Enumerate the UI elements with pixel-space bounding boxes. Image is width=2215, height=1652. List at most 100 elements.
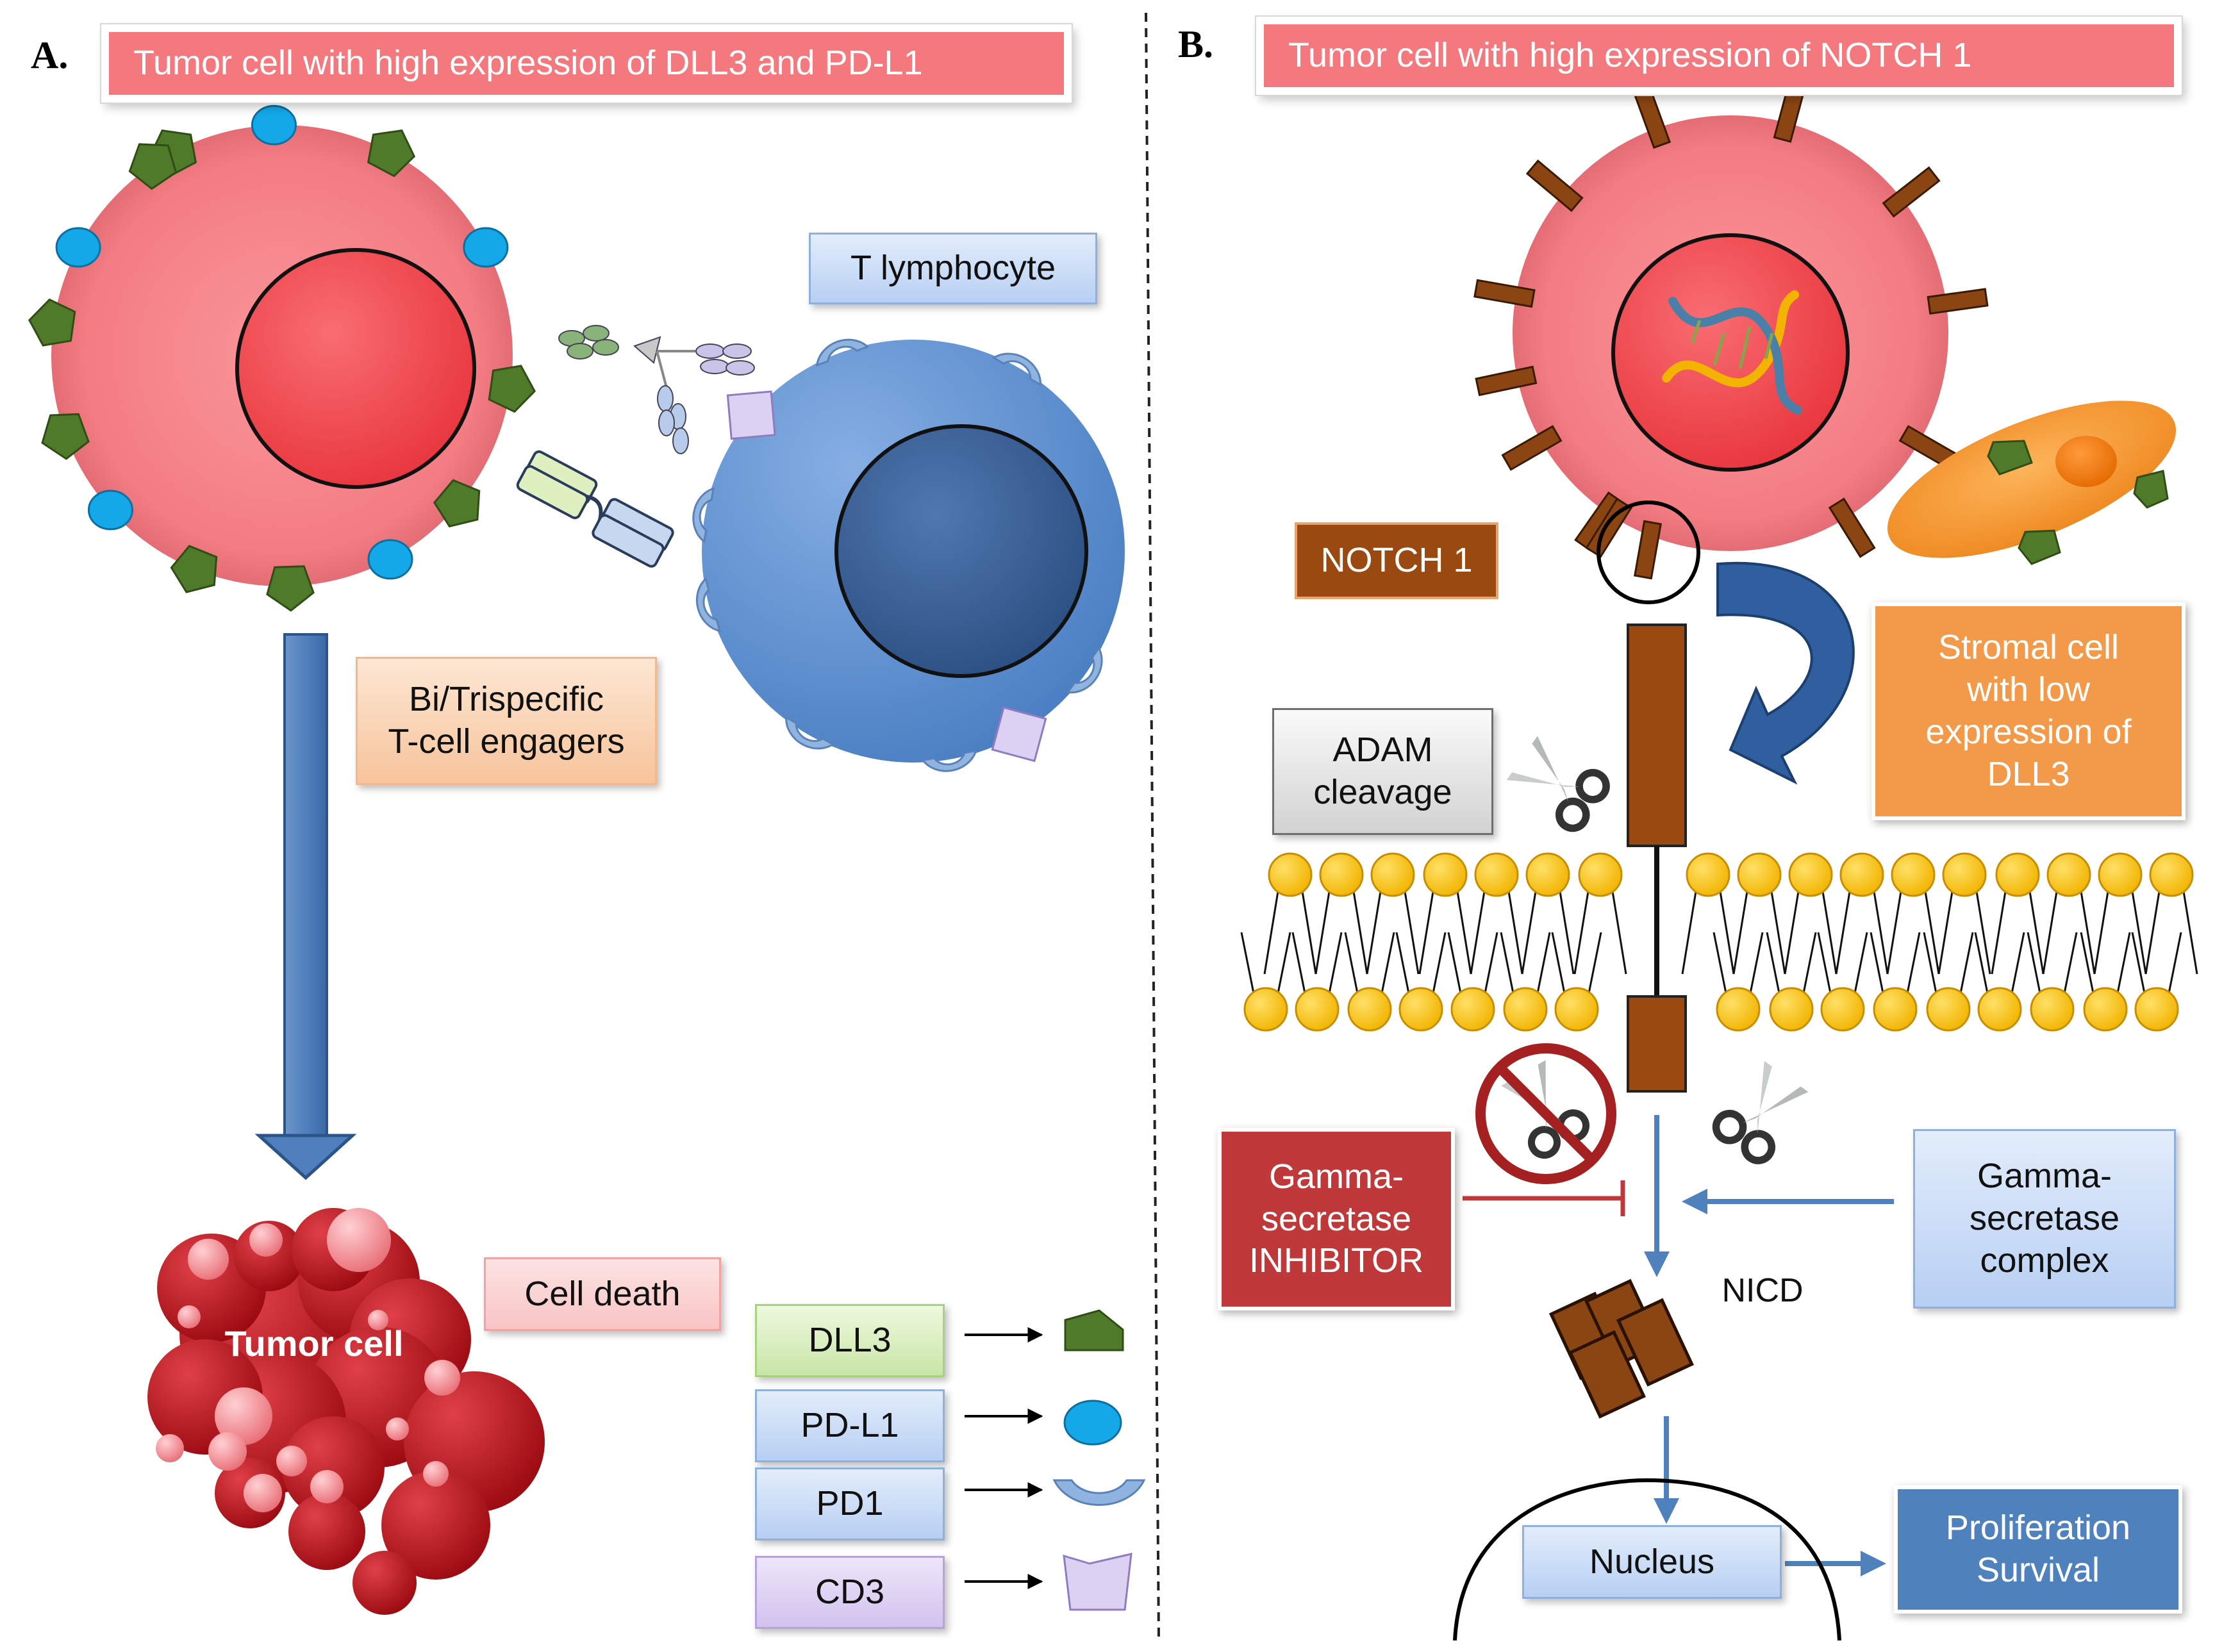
adam-cleavage-label: ADAM cleavage (1272, 708, 1493, 835)
nicd-label: NICD (1721, 1272, 1804, 1310)
lipid-head (1769, 987, 1814, 1032)
legend-symbols (965, 1309, 1146, 1611)
notch1-intracellular-domain (1627, 995, 1687, 1093)
lipid-head (1370, 852, 1415, 897)
lipid-head (2083, 987, 2128, 1032)
cell-death-label: Cell death (484, 1257, 721, 1331)
pdl1-legend-icon (1063, 1400, 1122, 1446)
nucleus-outline (1453, 1478, 1841, 1641)
lipid-head (1578, 852, 1623, 897)
dead-cell-fragment (288, 1493, 365, 1570)
lipid-head (1525, 852, 1570, 897)
lipid-head (1716, 987, 1761, 1032)
pd1-marker (695, 577, 721, 632)
gamma-secretase-complex-label: Gamma- secretase complex (1913, 1129, 2176, 1309)
lipid-head (1474, 852, 1519, 897)
notch1-receptor-marker (1633, 86, 1672, 149)
lipid-head (1737, 852, 1782, 897)
lipid-head (1243, 987, 1288, 1032)
panel-b-title-banner: Tumor cell with high expression of NOTCH… (1256, 17, 2182, 95)
dead-cell-vesicle (156, 1434, 184, 1462)
lipid-head (1891, 852, 1936, 897)
dead-cell-vesicle (244, 1474, 282, 1512)
lipid-head (1995, 852, 2040, 897)
dead-cell-vesicle (423, 1461, 449, 1487)
dead-cell-vesicle (208, 1432, 247, 1471)
lipid-head (1820, 987, 1865, 1032)
legend-cd3-label: CD3 (755, 1556, 945, 1629)
dead-cell-vesicle (178, 1305, 201, 1328)
notch1-receptor-marker (1828, 497, 1876, 558)
lipid-head (1926, 987, 1971, 1032)
lipid-head (1788, 852, 1833, 897)
adam-scissors-icon (1504, 732, 1611, 833)
cd3-marker (726, 390, 776, 440)
dead-cell-vesicle (276, 1446, 307, 1476)
pdl1-marker (55, 227, 101, 268)
pdl1-marker (463, 227, 509, 268)
notch1-receptor-marker (1473, 279, 1536, 308)
nucleus-label: Nucleus (1522, 1525, 1782, 1599)
lipid-head (1347, 987, 1392, 1032)
lipid-head (1503, 987, 1548, 1032)
t-cell-engagers-label: Bi/Trispecific T-cell engagers (356, 657, 657, 785)
pd1-marker (692, 487, 715, 543)
cd3-marker (991, 706, 1047, 763)
lipid-head (1268, 852, 1313, 897)
lipid-head (1398, 987, 1443, 1032)
notch1-receptor-marker (1525, 159, 1584, 212)
dead-cell-vesicle (327, 1208, 391, 1272)
pdl1-marker (367, 539, 413, 580)
panel-a-letter: A. (31, 34, 69, 76)
stromal-cell (1887, 401, 2177, 565)
highlighted-notch-receptor (1633, 520, 1663, 580)
lipid-head (1839, 852, 1884, 897)
dll3-marker (28, 298, 76, 347)
legend-pd1-label: PD1 (755, 1467, 945, 1540)
dll3-marker (170, 545, 218, 593)
curved-arrow-dll3 (1716, 561, 1855, 785)
notch1-receptor-marker (1501, 425, 1563, 471)
pd1-marker (991, 352, 1041, 386)
dll3-marker (488, 365, 536, 413)
dead-cell-fragment (353, 1551, 417, 1615)
nicd-fragments-icon (1548, 1278, 1695, 1419)
cd3-legend-icon (1063, 1553, 1132, 1611)
stromal-cell-label: Stromal cell with low expression of DLL3 (1871, 602, 2186, 820)
lipid-head (1873, 987, 1918, 1032)
lipid-head (2030, 987, 2075, 1032)
lipid-head (1295, 987, 1340, 1032)
tumor-cell-a (51, 125, 513, 586)
highlight-circle (1597, 500, 1700, 604)
gamma-secretase-inhibitor-label: Gamma- secretase INHIBITOR (1218, 1128, 1455, 1310)
lipid-head (1554, 987, 1599, 1032)
inhibition-line (1463, 1180, 1625, 1216)
lipid-head (1942, 852, 1987, 897)
t-cell-surface-markers (692, 338, 1103, 772)
lipid-head (2046, 852, 2091, 897)
pd1-legend-icon (1052, 1479, 1146, 1506)
lipid-head (2098, 852, 2143, 897)
no-cleavage-icon (1475, 1043, 1616, 1184)
pd1-marker (785, 716, 835, 750)
lipid-head (2134, 987, 2179, 1032)
t-lymphocyte-cell (702, 340, 1125, 763)
tumor-cell-label: Tumor cell (224, 1323, 404, 1364)
dna-icon (1662, 290, 1802, 415)
lipid-head (1319, 852, 1364, 897)
dll3-legend-icon (1064, 1309, 1124, 1351)
down-arrow (254, 633, 357, 1180)
lipid-head (1977, 987, 2022, 1032)
panel-divider (1145, 12, 1160, 1641)
pd1-marker (921, 749, 977, 772)
lipid-head (2149, 852, 2194, 897)
dead-cell-fragment (381, 1471, 490, 1580)
dll3-marker (266, 565, 315, 612)
dll3-marker (433, 479, 481, 528)
panel-a-title-banner: Tumor cell with high expression of DLL3 … (101, 24, 1072, 103)
t-lymphocyte-label: T lymphocyte (809, 233, 1097, 304)
proliferation-survival-label: Proliferation Survival (1894, 1485, 2182, 1614)
dead-cell-vesicle (215, 1387, 272, 1445)
